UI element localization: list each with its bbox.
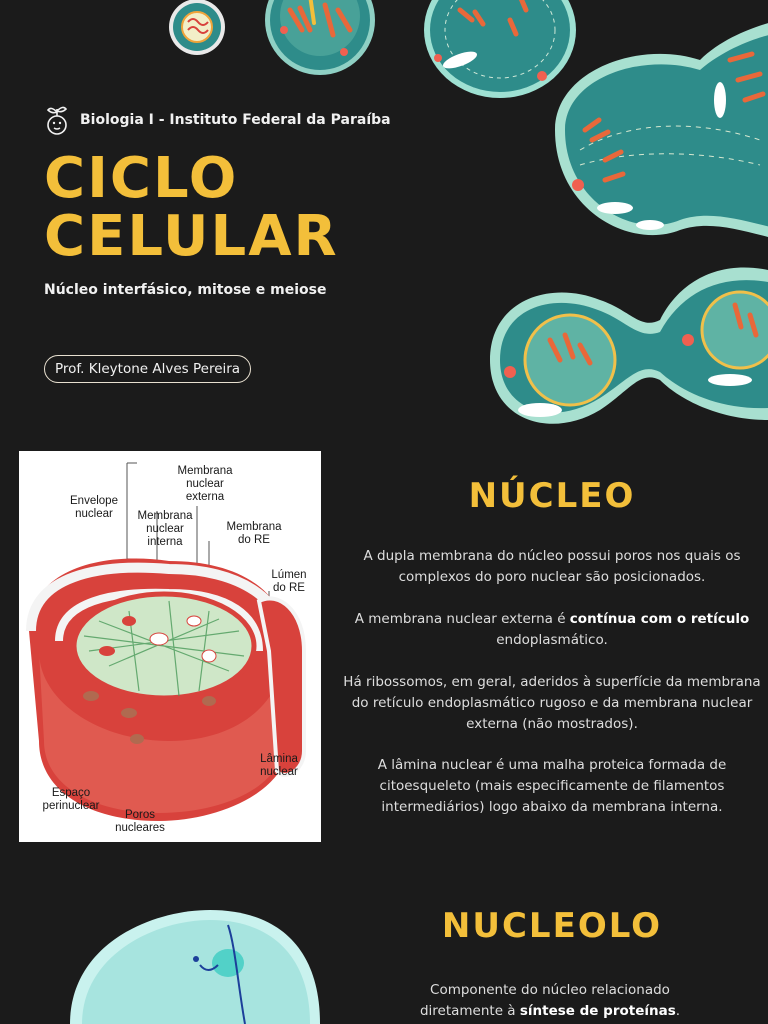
nucleolo-p1-end: . [675, 1003, 681, 1019]
nucleolo-paragraph-1: Componente do núcleo relacionado diretam… [390, 980, 710, 1022]
course-header: Biologia I - Instituto Federal da Paraíb… [44, 104, 391, 136]
label-espaco: Espaço perinuclear [42, 787, 100, 812]
course-label: Biologia I - Instituto Federal da Paraíb… [80, 112, 391, 128]
page-title: CICLO CELULAR [44, 150, 339, 266]
nucleo-paragraph-2: A membrana nuclear externa é contínua co… [342, 609, 762, 651]
title-line-2: CELULAR [44, 204, 339, 269]
small-cell-icon [169, 0, 225, 55]
nucleo-p2-start: A membrana nuclear externa é [354, 611, 570, 627]
nucleolus-illustration [70, 910, 320, 1024]
label-lumen-re: Lúmen do RE [271, 569, 307, 594]
author-badge: Prof. Kleytone Alves Pereira [44, 355, 252, 383]
metaphase-cell-icon [424, 0, 576, 98]
nuclear-envelope-diagram: Envelope nuclear Membrana nuclear extern… [19, 451, 321, 842]
nucleo-paragraph-1: A dupla membrana do núcleo possui poros … [363, 548, 741, 585]
label-membrana-externa: Membrana nuclear externa [177, 465, 233, 503]
section-title-nucleo: NÚCLEO [468, 476, 636, 516]
page-subtitle: Núcleo interfásico, mitose e meiose [44, 282, 327, 298]
mitosis-illustration [169, 0, 768, 424]
nucleo-p2-bold: contínua com o retículo [569, 611, 750, 627]
label-envelope: Envelope nuclear [70, 495, 118, 520]
nucleolo-p1-bold: síntese de proteínas [519, 1003, 676, 1019]
telophase-cell-icon [490, 267, 768, 424]
label-poros: Poros nucleares [115, 809, 165, 834]
nucleo-paragraph-3: Há ribossomos, em geral, aderidos à supe… [343, 674, 761, 732]
label-membrana-interna: Membrana nuclear interna [137, 510, 193, 548]
nucleo-paragraph-4: A lâmina nuclear é uma malha proteica fo… [377, 757, 727, 815]
prophase-cell-icon [265, 0, 375, 75]
anaphase-cell-icon [555, 23, 768, 237]
nucleus-drawing [26, 462, 306, 821]
nucleolo-p1-start: Componente do núcleo relacionado diretam… [419, 982, 670, 1019]
label-lamina: Lâmina nuclear [260, 753, 298, 778]
sprout-cell-icon [46, 106, 68, 135]
label-membrana-re: Membrana do RE [226, 521, 282, 546]
title-line-1: CICLO [44, 146, 239, 211]
nucleo-p2-end: endoplasmático. [496, 632, 608, 648]
section-title-nucleolo: NUCLEOLO [441, 906, 663, 946]
